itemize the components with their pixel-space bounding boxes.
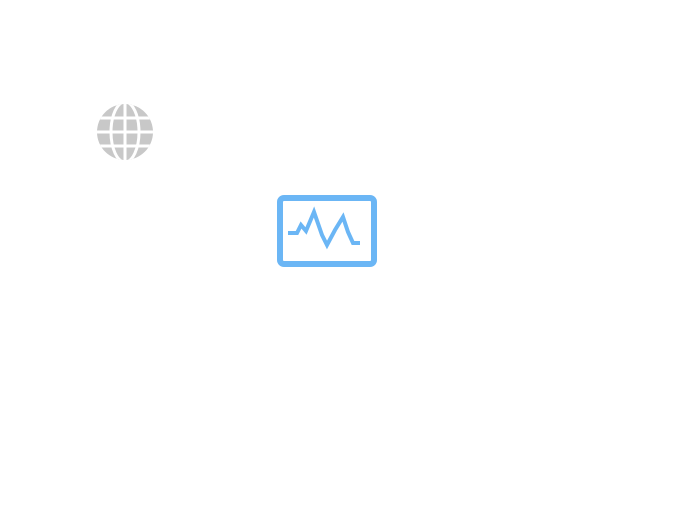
activity-monitor-icon[interactable] bbox=[277, 195, 377, 267]
globe-icon[interactable] bbox=[96, 103, 154, 161]
